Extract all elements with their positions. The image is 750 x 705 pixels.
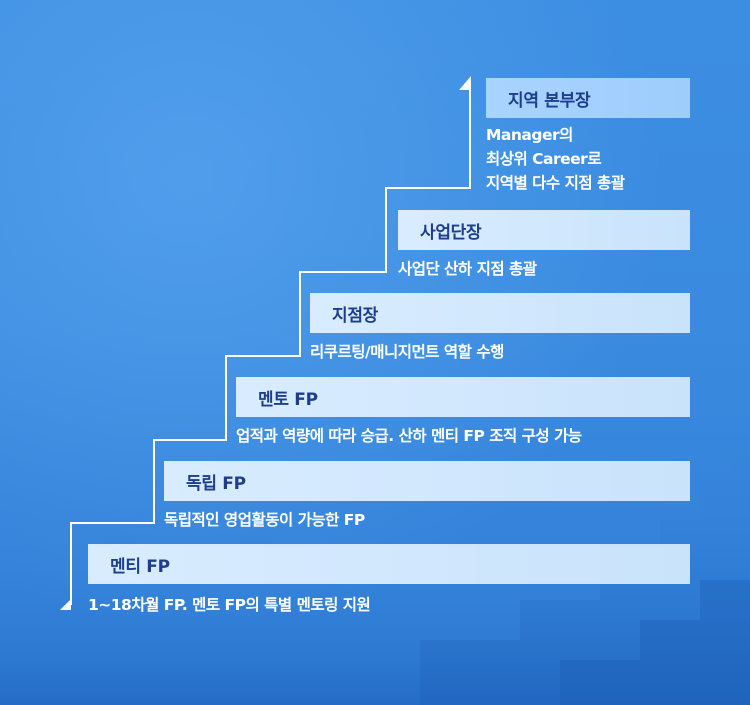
level-title-bar: 지역 본부장 [486,78,690,118]
level-description-line-1: Manager의 [486,126,573,144]
level-description-line-3: 지역별 다수 지점 총괄 [486,174,625,192]
level-description: 업적과 역량에 따라 승급. 산하 멘티 FP 조직 구성 가능 [236,427,582,445]
level-description: 사업단 산하 지점 총괄 [398,260,537,278]
start-arrow-icon [60,599,71,610]
level-description: 리쿠르팅/매니지먼트 역할 수행 [310,343,504,361]
level-title-bar: 멘토 FP [236,377,690,417]
level-title-bar: 독립 FP [164,461,690,501]
level-title-bar: 지점장 [310,293,690,333]
level-description: 독립적인 영업활동이 가능한 FP [164,511,365,529]
level-title-bar: 사업단장 [398,210,690,250]
level-description-line-2: 최상위 Career로 [486,150,602,168]
level-title-bar: 멘티 FP [88,544,690,584]
level-description: 1~18차월 FP. 멘토 FP의 특별 멘토링 지원 [88,596,371,614]
end-arrow-icon [459,76,471,90]
